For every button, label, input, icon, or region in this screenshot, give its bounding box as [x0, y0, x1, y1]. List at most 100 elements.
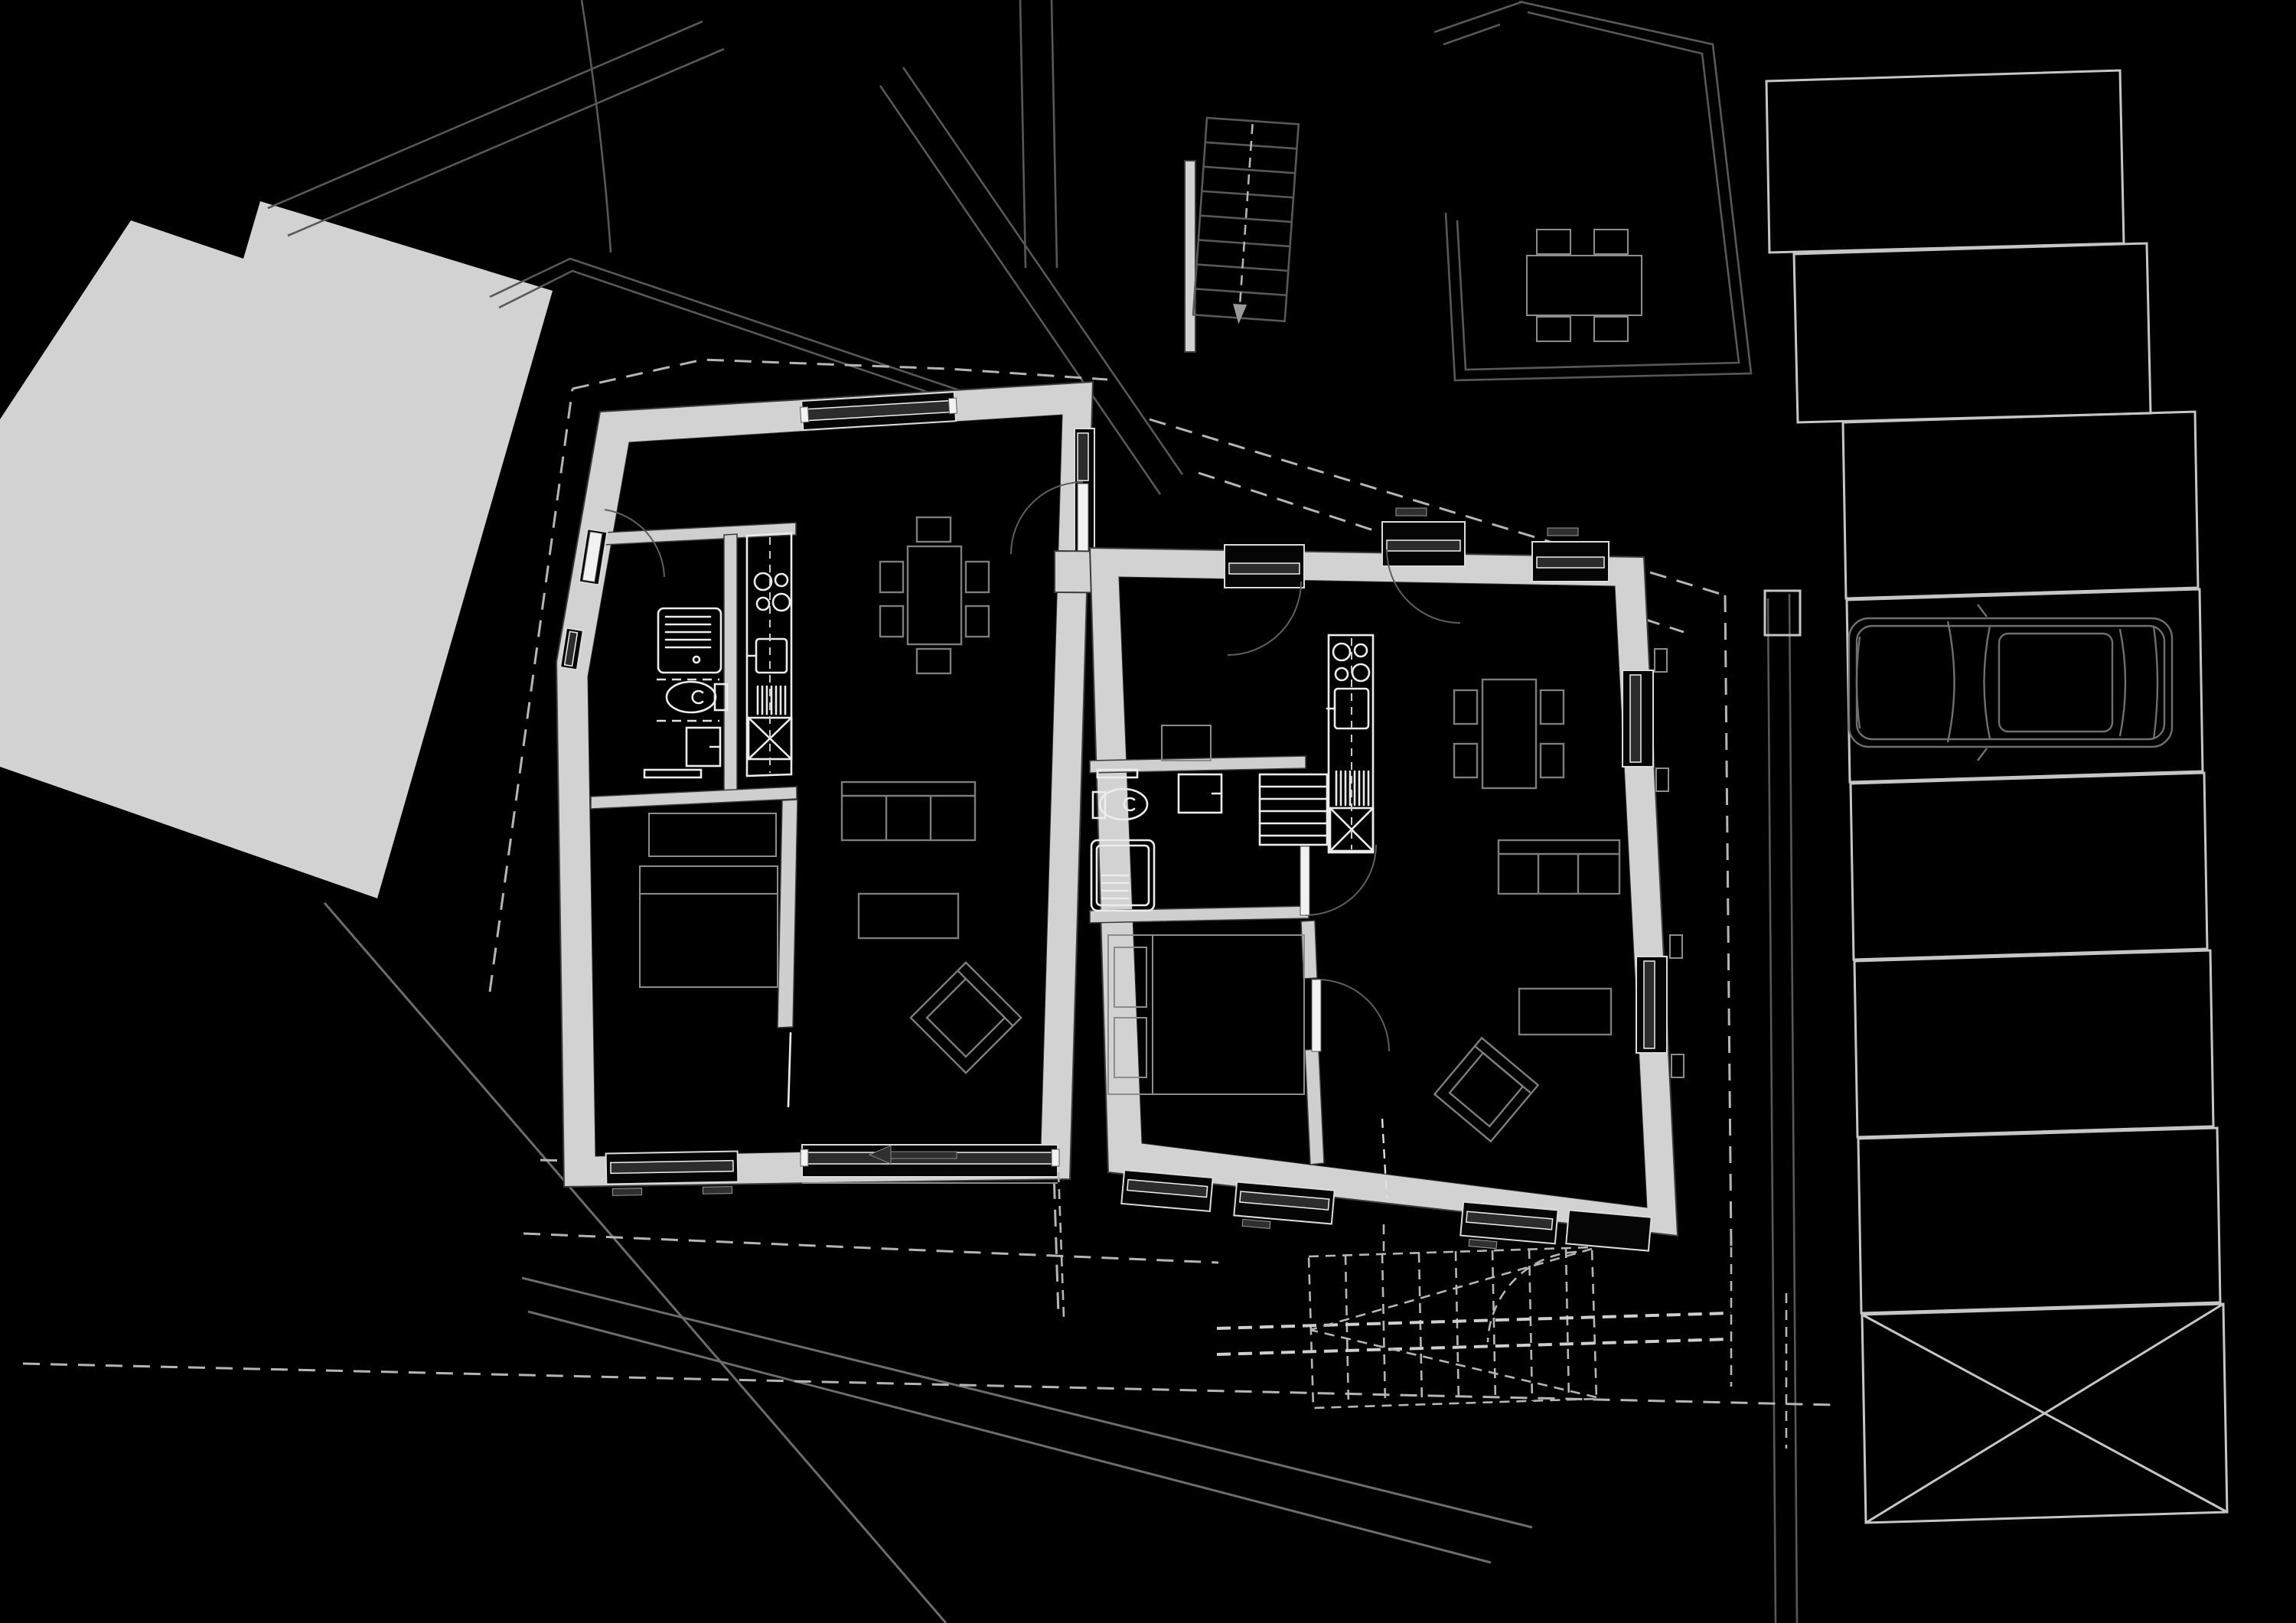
kitchen-counter — [1327, 634, 1375, 854]
bathroom-a — [643, 607, 729, 779]
stair-diagonal — [1309, 1247, 1597, 1399]
door-leaf — [582, 531, 603, 583]
unit-b-floor — [1118, 576, 1648, 1208]
cooktop-burner — [755, 596, 771, 611]
window-south-bedroom-a — [605, 1150, 739, 1196]
slide-arrow-tail — [889, 1151, 957, 1159]
cooktop-burner — [753, 572, 773, 592]
shower — [657, 607, 722, 674]
toilet-seat-mark — [1123, 797, 1136, 812]
dining-chair — [1539, 742, 1565, 779]
sill-tick — [612, 1188, 643, 1196]
window-east-1 — [1622, 648, 1669, 792]
window-bar — [1643, 960, 1655, 1049]
stair-side-wall — [1184, 160, 1196, 353]
car-hood-line — [1946, 621, 1955, 743]
lounge-outline — [1433, 1036, 1540, 1143]
stair-mid-line — [1216, 1312, 1732, 1330]
window-south-b1 — [1120, 1168, 1214, 1213]
overhang-west — [488, 388, 574, 992]
car-rear-window — [2118, 628, 2127, 737]
bath-shelf — [1096, 768, 1139, 779]
dining-chair — [1539, 689, 1565, 725]
tall-cabinet-x — [747, 716, 793, 761]
stair-outline-dashed — [1307, 1246, 1598, 1410]
sill-tick — [1468, 1239, 1498, 1250]
sideboard-dividers — [1499, 852, 1619, 894]
cooktop-burner — [1334, 666, 1349, 682]
neighbor-wall-line — [489, 257, 1032, 416]
headboard-shelf — [648, 813, 777, 857]
shutter-tick — [1395, 507, 1427, 517]
window-west-a — [559, 627, 585, 671]
site-boundary-line — [323, 902, 947, 1623]
door-swing-arc — [1316, 979, 1390, 1052]
shower-grate — [664, 615, 712, 649]
door-opening — [1565, 1209, 1652, 1252]
car-top-view — [1848, 604, 2174, 761]
window-bar — [563, 631, 579, 667]
kitchen-b — [1326, 634, 1375, 854]
exterior-staircase — [1184, 116, 1300, 353]
door-bar — [1386, 539, 1461, 552]
neighbor-wall-line — [498, 269, 1026, 427]
dining-chair — [915, 516, 952, 543]
car-windshield — [1983, 625, 1991, 740]
window-south-b3 — [1459, 1201, 1559, 1250]
toilet-seat-mark — [691, 689, 704, 705]
wardrobe-dashed-line — [1381, 1118, 1388, 1199]
cooktop-burner — [771, 592, 791, 612]
window-east-2 — [1636, 934, 1684, 1078]
adjacent-building-wing — [1433, 0, 1524, 46]
bed-outline — [639, 865, 778, 988]
sill-tick — [702, 1186, 733, 1194]
adjacent-chair — [1536, 316, 1571, 342]
footpath-line — [521, 1276, 1533, 1529]
window-south-b2 — [1233, 1181, 1336, 1230]
bed-pillow — [1114, 947, 1147, 1008]
door-swing-arc — [604, 509, 665, 578]
stair-tread-lines — [1344, 1247, 1570, 1407]
lounge-chair-b — [1433, 1036, 1540, 1143]
toilet-cistern — [713, 683, 729, 712]
cellar-stairs — [1258, 773, 1329, 846]
car-front-line — [1855, 636, 1861, 729]
entry-door-b-north — [1224, 544, 1305, 656]
bed-b — [1107, 934, 1305, 1095]
stair-connector-dashed — [1057, 1172, 1385, 1318]
neighbor-wall-line — [267, 20, 703, 210]
adjacent-chair — [1593, 316, 1629, 342]
dining-table — [1481, 678, 1538, 790]
bathroom-b — [1090, 768, 1223, 912]
window-north-b — [1531, 527, 1609, 582]
unit-b — [1054, 507, 1684, 1343]
sideboard-dividers — [842, 794, 975, 840]
cooktop-burner — [774, 572, 789, 588]
door-swing-arc — [1227, 581, 1302, 656]
dishwasher-stripes — [1335, 770, 1370, 807]
lounge-chair-a — [909, 961, 1022, 1074]
dining-set-a — [879, 516, 990, 675]
coffee-table-a — [857, 892, 960, 940]
door-bar — [1228, 562, 1300, 575]
french-door-b-north — [1381, 507, 1466, 624]
vanity-shelf — [643, 768, 703, 779]
sideboard-outline — [840, 781, 977, 842]
dishwasher-stripes — [756, 685, 787, 715]
adjacent-building-ne — [1433, 0, 1753, 382]
courtyard-wall-line — [1788, 593, 1799, 1623]
shutter-box — [1671, 1054, 1684, 1078]
neighbor-wall-line — [1019, 0, 1027, 269]
shower-inner — [1095, 844, 1150, 907]
slide-arrow-head — [868, 1145, 892, 1165]
cellar-stair-outline — [1258, 773, 1329, 846]
window-frame-cap — [800, 406, 810, 423]
window-bar — [1239, 1191, 1330, 1211]
door-swing-arc — [1386, 549, 1461, 624]
footpath-line — [527, 1310, 1492, 1564]
shutter-box — [1655, 768, 1669, 792]
crossed-parking-stall — [1861, 1302, 2229, 1524]
neighbor-wall-line — [287, 47, 725, 237]
cross-diagonal — [1865, 1302, 2224, 1524]
